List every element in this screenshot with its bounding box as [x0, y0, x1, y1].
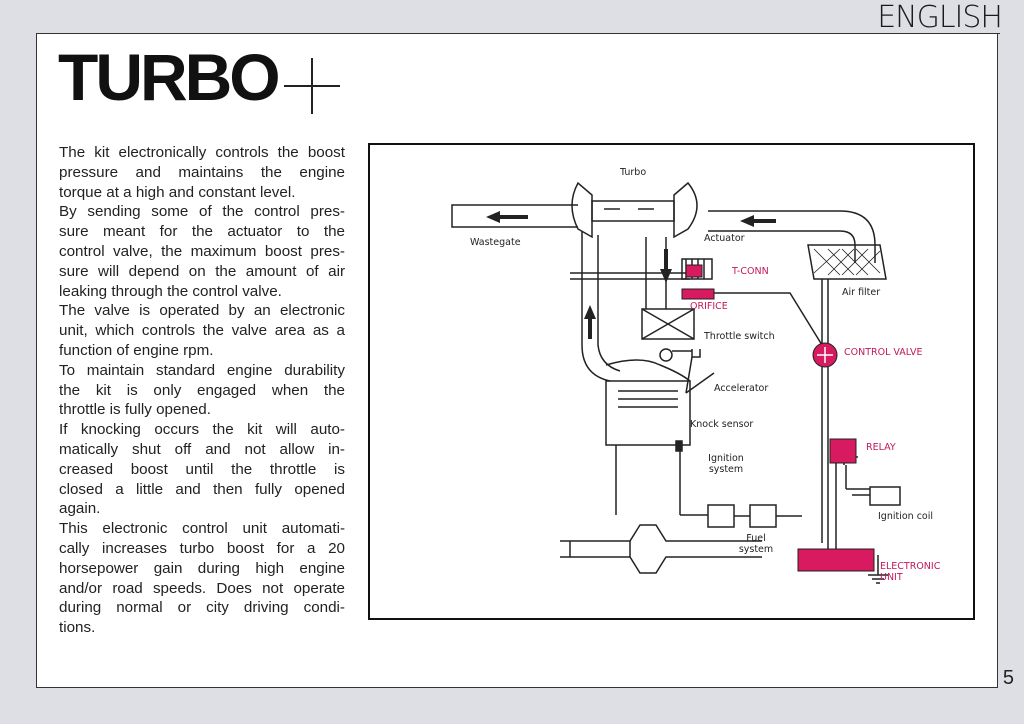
- crankshaft: [560, 524, 762, 574]
- body-line: horsepower gain during high engine: [59, 559, 345, 577]
- body-line: By sending some of the control pres-: [59, 203, 345, 221]
- body-line: again.: [59, 500, 101, 518]
- label-control-valve: CONTROL VALVE: [844, 347, 923, 358]
- body-line: unit, which controls the valve area as a: [59, 322, 345, 340]
- turbo-housing: [571, 181, 593, 239]
- up-arrow: [584, 305, 596, 339]
- body-line: torque at a high and constant level.: [59, 183, 296, 201]
- body-line: If knocking occurs the kit will auto-: [59, 421, 345, 439]
- down-arrow: [660, 249, 672, 283]
- exhaust-arrow: [486, 211, 528, 223]
- body-line: creased boost until the throttle is: [59, 460, 345, 478]
- t-conn-component: [685, 264, 703, 278]
- label-relay: RELAY: [866, 442, 896, 453]
- ignition-box: [707, 504, 735, 528]
- intake-arrow: [740, 215, 776, 227]
- label-orifice: ORIFICE: [690, 301, 728, 312]
- body-line: control valve, the maximum boost pres-: [59, 242, 345, 260]
- body-line: cally increases turbo boost for a 20: [59, 539, 345, 557]
- ignition-box: [749, 504, 777, 528]
- label-electronic-unit: ELECTRONIC UNIT: [880, 561, 940, 583]
- label-ignition-coil: Ignition coil: [878, 511, 934, 522]
- diagram-drawing: [451, 181, 901, 584]
- body-line: throttle is fully opened.: [59, 401, 211, 419]
- relay-component: [829, 438, 857, 464]
- body-line: closed a little and then fully opened: [59, 480, 345, 498]
- header-rule: [36, 33, 1000, 34]
- body-line: the kit is only engaged when the: [59, 381, 345, 399]
- label-t-conn: T-CONN: [732, 266, 769, 277]
- actuator-coil: [681, 258, 713, 280]
- body-line: sure meant for the actuator to the: [59, 223, 345, 241]
- label-wastegate: Wastegate: [470, 237, 521, 248]
- body-line: and/or road speeds. Does not operate: [59, 579, 345, 597]
- label-knock-sensor: Knock sensor: [690, 419, 754, 430]
- body-text: The kit electronically controls the boos…: [59, 143, 345, 638]
- body-line: tions.: [59, 619, 96, 637]
- body-line: To maintain standard engine durability: [59, 361, 345, 379]
- body-line: during normal or city driving condi-: [59, 599, 345, 617]
- label-accelerator: Accelerator: [714, 383, 769, 394]
- plus-icon: [284, 58, 340, 114]
- body-line: leaking through the control valve.: [59, 282, 282, 300]
- body-line: The kit electronically controls the boos…: [59, 144, 345, 161]
- body-line: matically shut off and not allow in-: [59, 440, 345, 458]
- exhaust-pipe: [451, 204, 578, 228]
- page-number: 5: [1002, 667, 1014, 689]
- turbo-shaft: [591, 200, 675, 222]
- label-fuel-line: system: [738, 544, 774, 555]
- label-actuator: Actuator: [704, 233, 745, 244]
- label-turbo: Turbo: [620, 167, 647, 178]
- label-electronic-line: UNIT: [880, 572, 903, 583]
- electronic-unit-component: [797, 548, 875, 572]
- label-fuel-line: Fuel: [746, 533, 766, 544]
- label-ignition-line: Ignition: [708, 453, 744, 464]
- ignition-coil-box: [869, 486, 901, 506]
- label-electronic-line: ELECTRONIC: [880, 561, 941, 572]
- label-fuel-system: Fuel system: [736, 533, 776, 555]
- body-line: pressure and maintains the engine: [59, 163, 345, 181]
- exhaust-manifold: [581, 231, 621, 382]
- label-ignition-line: system: [708, 464, 744, 475]
- body-line: The valve is operated by an electronic: [59, 302, 345, 320]
- body-line: sure will depend on the amount of air: [59, 262, 345, 280]
- engine-block: [605, 380, 691, 446]
- body-line: This electronic control unit automati-: [59, 520, 345, 538]
- language-label: ENGLISH: [877, 0, 1003, 35]
- throttle-body: [641, 308, 695, 340]
- turbo-system-diagram: Turbo Wastegate Actuator T-CONN ORIFICE …: [368, 143, 975, 620]
- label-ignition-system: Ignition system: [706, 453, 746, 475]
- body-line: function of engine rpm.: [59, 341, 214, 359]
- air-filter: [807, 244, 887, 280]
- label-air-filter: Air filter: [842, 287, 881, 298]
- label-throttle-switch: Throttle switch: [704, 331, 775, 342]
- orifice-component: [681, 288, 715, 300]
- page-title: TURBO: [58, 40, 281, 114]
